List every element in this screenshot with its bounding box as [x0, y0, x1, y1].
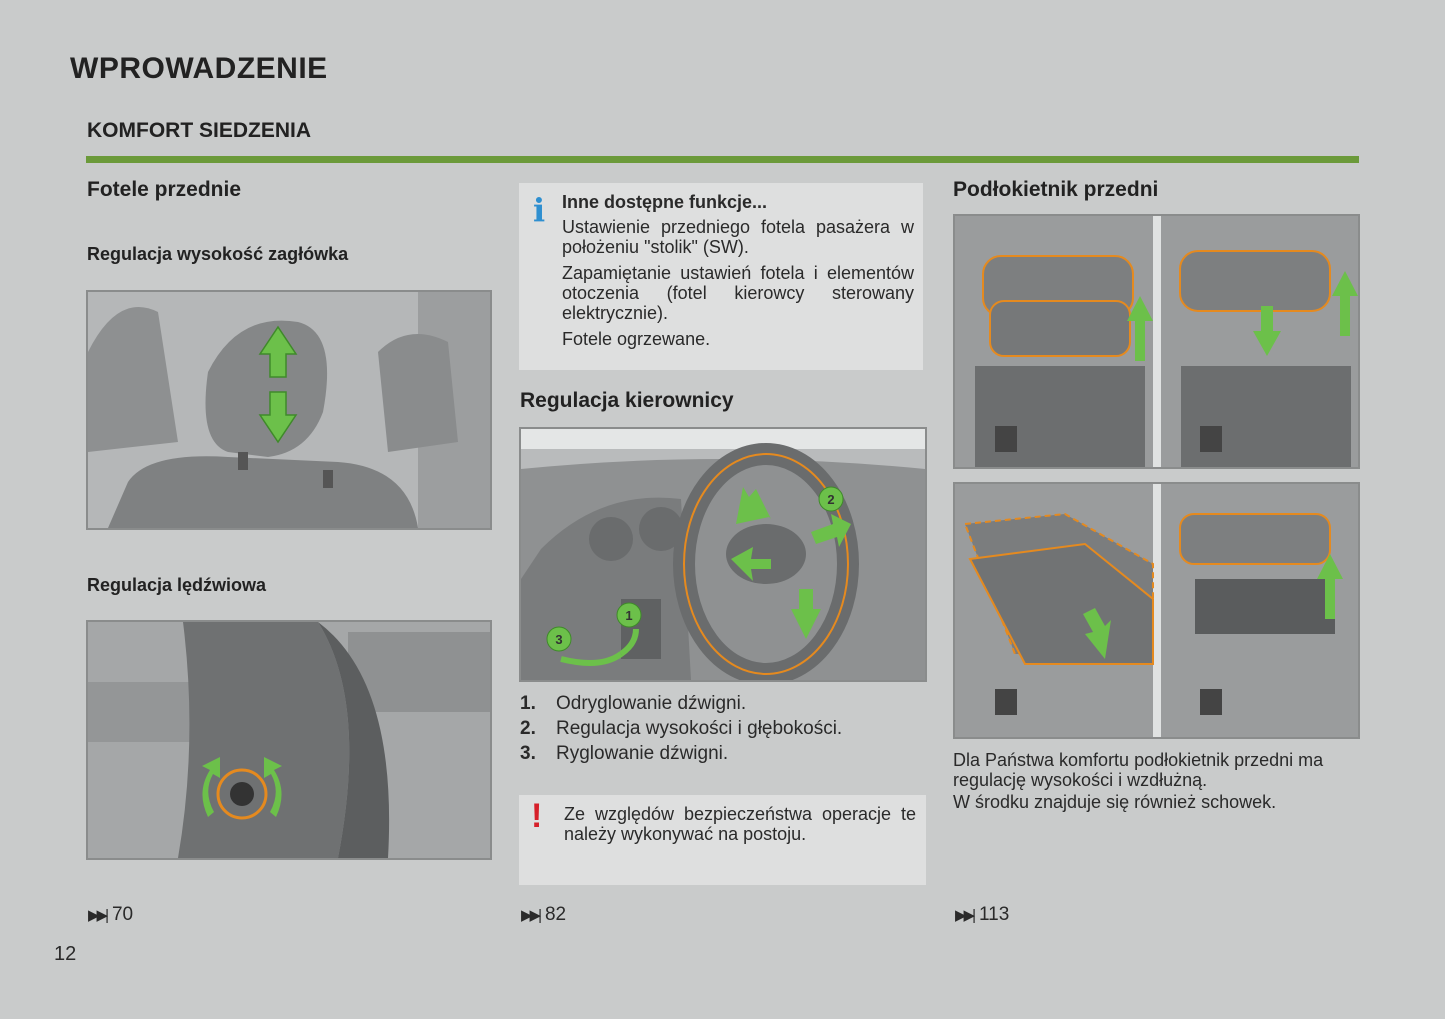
warning-icon: !	[531, 797, 543, 835]
info-title: Inne dostępne funkcje...	[562, 192, 768, 212]
svg-text:2: 2	[827, 492, 834, 507]
skip-forward-icon: ▶▶|	[955, 907, 976, 924]
page-title: WPROWADZENIE	[70, 52, 328, 85]
steering-wheel-illustration: 2 1 3	[519, 427, 927, 682]
steering-page-reference[interactable]: ▶▶|82	[521, 904, 566, 926]
lumbar-adjustment-heading: Regulacja lędźwiowa	[87, 575, 267, 595]
armrest-storage-note: W środku znajduje się również schowek.	[953, 792, 1277, 812]
skip-forward-icon: ▶▶|	[521, 907, 542, 924]
svg-text:1: 1	[625, 608, 632, 623]
svg-text:3: 3	[555, 632, 562, 647]
armrest-heading: Podłokietnik przedni	[953, 178, 1159, 201]
warning-box: ! Ze względów bezpieczeństwa operacje te…	[519, 795, 926, 885]
section-divider	[86, 156, 1359, 163]
list-item: 1.Odryglowanie dźwigni.	[520, 693, 747, 714]
reference-page-number: 70	[111, 904, 134, 925]
skip-forward-icon: ▶▶|	[88, 907, 109, 924]
info-item: Zapamiętanie ustawień fotela i elementów…	[562, 263, 914, 323]
armrest-page-reference[interactable]: ▶▶|113	[955, 904, 1009, 926]
info-icon: i	[533, 191, 546, 229]
info-item: Fotele ogrzewane.	[562, 329, 711, 349]
warning-text: Ze względów bezpieczeństwa operacje te n…	[564, 804, 916, 844]
info-box: i Inne dostępne funkcje... Ustawienie pr…	[519, 183, 923, 370]
list-item: 2.Regulacja wysokości i głębokości.	[520, 718, 843, 739]
headrest-adjustment-heading: Regulacja wysokość zagłówka	[87, 244, 349, 264]
steering-wheel-heading: Regulacja kierownicy	[520, 389, 734, 412]
front-seats-page-reference[interactable]: ▶▶|70	[88, 904, 133, 926]
steering-steps-list: 1.Odryglowanie dźwigni. 2.Regulacja wyso…	[520, 691, 842, 766]
front-seats-heading: Fotele przednie	[87, 178, 242, 201]
armrest-height-illustration	[953, 214, 1360, 469]
armrest-description: Dla Państwa komfortu podłokietnik przedn…	[953, 750, 1324, 790]
list-item: 3.Ryglowanie dźwigni.	[520, 743, 729, 764]
lumbar-illustration	[86, 620, 492, 860]
armrest-storage-illustration	[953, 482, 1360, 739]
info-item: Ustawienie przedniego fotela pasażera w …	[562, 217, 914, 257]
headrest-illustration	[86, 290, 492, 530]
section-title: KOMFORT SIEDZENIA	[87, 119, 311, 142]
page-number: 12	[54, 943, 77, 965]
reference-page-number: 113	[978, 904, 1010, 925]
reference-page-number: 82	[544, 904, 567, 925]
